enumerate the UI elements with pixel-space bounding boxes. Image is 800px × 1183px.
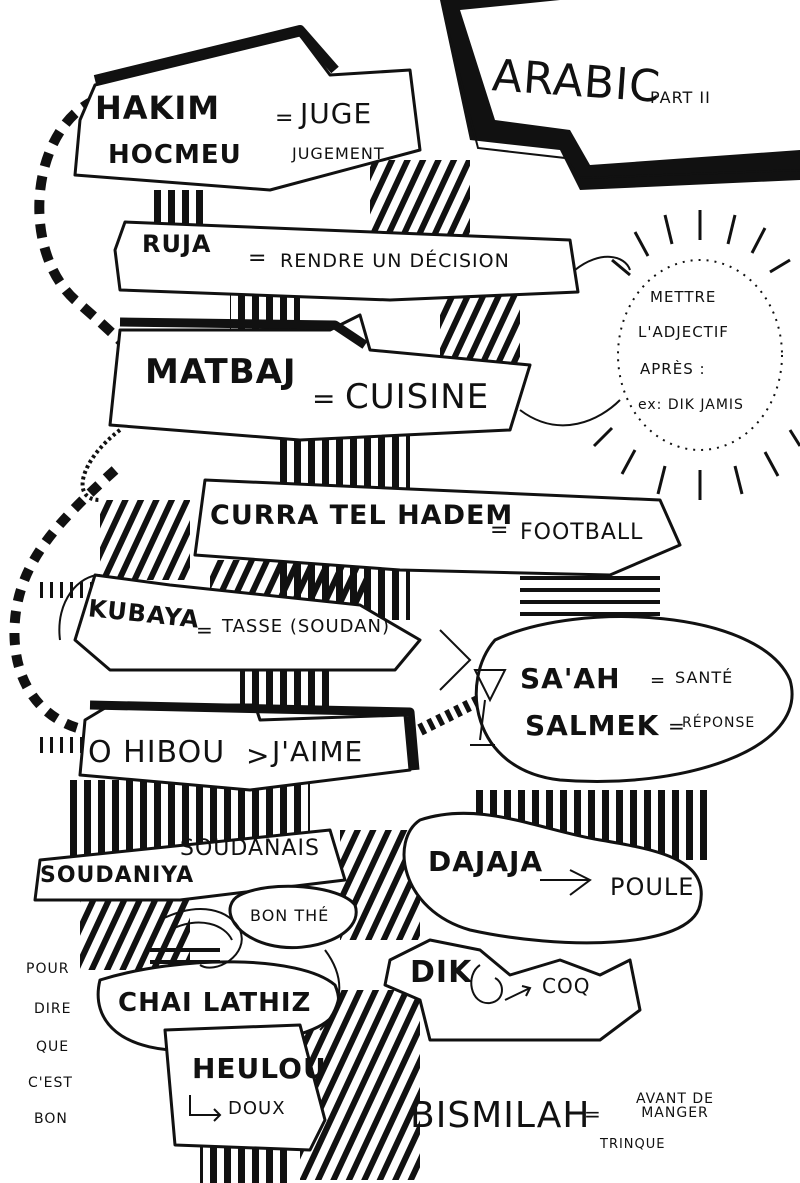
adjective-note-line-1: METTRE <box>650 288 717 306</box>
translation-juge: JUGE <box>300 97 373 130</box>
word-chai-lathiz: CHAI LATHIZ <box>118 988 312 1018</box>
decorative-curves <box>58 574 592 1122</box>
word-matbaj: MATBAJ <box>145 352 297 392</box>
adjective-note-bubble <box>519 210 800 500</box>
translation-cuisine: CUISINE <box>345 377 490 417</box>
translation-soudanais: SOUDANAIS <box>180 836 320 861</box>
equals-sign: = <box>312 382 337 415</box>
word-ruja: RUJA <box>142 230 212 258</box>
word-dajaja: DAJAJA <box>428 845 544 878</box>
word-heulou: HEULOU <box>192 1052 327 1085</box>
word-saah: SA'AH <box>520 662 621 695</box>
translation-football: FOOTBALL <box>520 520 644 545</box>
page-subtitle: PART II <box>650 88 711 107</box>
word-hakim: HAKIM <box>95 89 221 127</box>
side-note-line-5: BON <box>34 1111 68 1127</box>
word-soudaniya: SOUDANIYA <box>40 863 195 888</box>
equals-sign: = <box>248 246 268 271</box>
side-note-line-2: DIRE <box>34 1001 72 1017</box>
equals-sign: = <box>584 1102 602 1126</box>
translation-reponse: RÉPONSE <box>682 715 756 731</box>
side-note-line-3: QUE <box>36 1039 70 1055</box>
translation-jaime: J'AIME <box>272 735 364 768</box>
adjective-note-line-4: ex: DIK JAMIS <box>638 397 744 413</box>
equals-sign: = <box>650 670 667 691</box>
word-o-hibou: O HIBOU <box>88 735 226 770</box>
adjective-note-line-3: APRÈS : <box>640 360 706 378</box>
translation-bon-the: BON THÉ <box>250 906 330 925</box>
title-frame <box>440 0 800 190</box>
equals-sign: = <box>490 518 510 543</box>
side-note-line-4: C'EST <box>28 1075 73 1091</box>
word-boxes <box>33 25 794 1152</box>
equals-sign: = <box>275 106 295 131</box>
side-note-line-1: POUR <box>26 961 70 977</box>
word-bismilah: BISMILAH <box>410 1095 591 1136</box>
equals-sign: = <box>196 618 214 642</box>
translation-doux: DOUX <box>228 1098 286 1119</box>
adjective-note-line-2: L'ADJECTIF <box>638 323 729 341</box>
translation-tasse-soudan: TASSE (SOUDAN) <box>222 616 390 637</box>
word-salmek: SALMEK <box>525 709 660 742</box>
greater-sign: > <box>246 739 271 772</box>
page-title: ARABIC <box>490 50 663 113</box>
translation-jugement: JUGEMENT <box>292 144 385 163</box>
word-dik: DIK <box>410 955 473 990</box>
translation-coq: COQ <box>542 974 591 998</box>
equals-sign: = <box>668 714 686 738</box>
word-curra-tel-hadem: CURRA TEL HADEM <box>210 500 514 531</box>
translation-sante: SANTÉ <box>675 668 734 687</box>
word-hocmeu: HOCMEU <box>108 140 242 170</box>
translation-rendre-un-decision: RENDRE UN DÉCISION <box>280 250 510 272</box>
translation-poule: POULE <box>610 873 695 901</box>
bismilah-trinque: TRINQUE <box>600 1137 666 1152</box>
translation-avant-de-manger: AVANT DE MANGER <box>635 1091 715 1121</box>
